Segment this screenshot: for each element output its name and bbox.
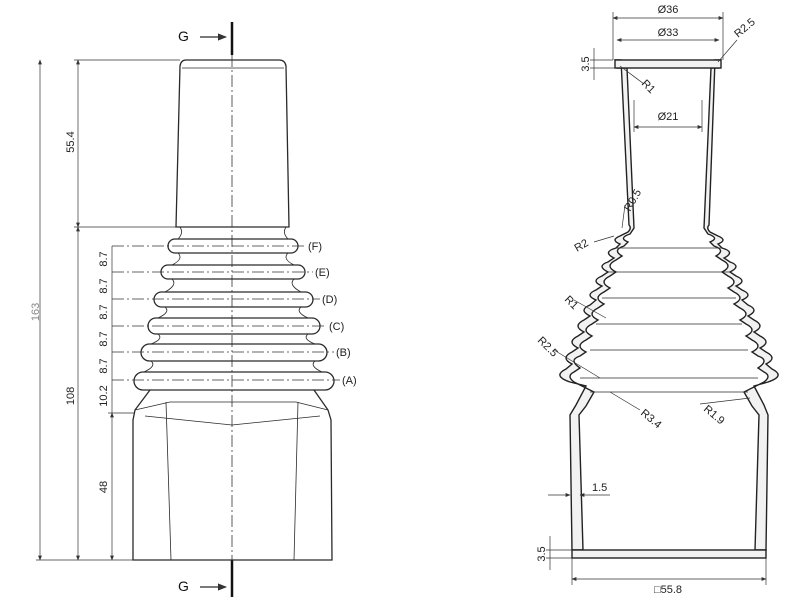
leader-line [593, 235, 615, 243]
section-top-rim [614, 59, 722, 69]
leader-line [609, 391, 641, 411]
ring-label-f: (F) [308, 241, 322, 253]
base-shoulder-line [134, 401, 329, 411]
bellows-valley [150, 333, 316, 345]
ring-label-e: (E) [315, 267, 330, 279]
section-label-bottom: G [178, 578, 189, 594]
dim-fold-radius-bottom: R2.5 [535, 335, 560, 360]
bellows-valley [157, 306, 309, 319]
ring-label-leaders [112, 245, 340, 381]
dim-pitch-3: 8.7 [98, 304, 110, 319]
leader-line [619, 65, 645, 85]
bellows-valley [164, 278, 302, 293]
bellows-ring [153, 291, 314, 308]
section-label-top: G [178, 28, 189, 44]
bellows-valley [177, 226, 289, 240]
dim-shoulder-radius-right: R1.9 [701, 403, 727, 427]
dim-wall-thickness: 1.5 [592, 482, 607, 494]
dim-top-outer-radius: R2.5 [732, 16, 758, 40]
base-fold-line [144, 415, 321, 426]
ring-label-d: (D) [322, 294, 337, 306]
section-wall-left [559, 59, 635, 551]
leader-line [621, 204, 626, 229]
base-outline [132, 389, 333, 561]
leader-line [553, 349, 601, 379]
dim-pitch-2: 8.7 [98, 278, 110, 293]
ring-label-c: (C) [329, 321, 344, 333]
bellows-valley [171, 252, 295, 266]
dim-total-height: 163 [30, 303, 42, 321]
bellows-valleys [143, 226, 323, 373]
dim-outer-diameter: Ø36 [658, 4, 679, 16]
dim-base-height: 48 [98, 481, 110, 493]
dim-top-height: 55.4 [65, 131, 77, 152]
leader-line [573, 299, 607, 319]
leader-line [699, 397, 751, 405]
dim-pitch-6: 10.2 [98, 385, 110, 406]
dim-base-square: □55.8 [654, 584, 682, 596]
section-wall-right [703, 59, 779, 551]
dim-shoulder-radius-left: R3.4 [638, 407, 664, 431]
base-edge-left [165, 401, 172, 561]
dim-top-wall: 3.5 [580, 56, 592, 71]
base-edge-right [293, 401, 299, 561]
dim-pitch-5: 8.7 [98, 358, 110, 373]
dim-bottom-rim: 3.5 [536, 546, 548, 561]
dim-inner-diameter: Ø33 [658, 27, 679, 39]
dim-top-inner-radius: R1 [639, 78, 657, 96]
right-section-view: Ø36 Ø33 Ø21 R2.5 R1 3.5 R0.5 R2 R1 R2.5 [535, 4, 779, 596]
dim-pitch-1: 8.7 [98, 251, 110, 266]
dim-fold-radius-mid: R1 [562, 294, 580, 312]
bellows-ring [140, 343, 328, 362]
bellows-valley [143, 360, 323, 373]
dim-neck-diameter: Ø21 [658, 111, 679, 123]
section-fold-lines [580, 247, 758, 393]
left-elevation-view: G G [30, 22, 357, 597]
dim-fold-radius-top: R2 [573, 237, 591, 254]
ring-label-b: (B) [336, 347, 351, 359]
dim-neck-radius: R0.5 [622, 187, 644, 213]
top-cap-outline [175, 59, 290, 228]
ring-label-a: (A) [342, 375, 357, 387]
bellows-ring [133, 371, 335, 391]
leader-line [717, 39, 738, 63]
section-bottom-rim [571, 549, 767, 559]
dim-pitch-4: 8.7 [98, 331, 110, 346]
dim-bellows-height: 108 [65, 387, 77, 405]
